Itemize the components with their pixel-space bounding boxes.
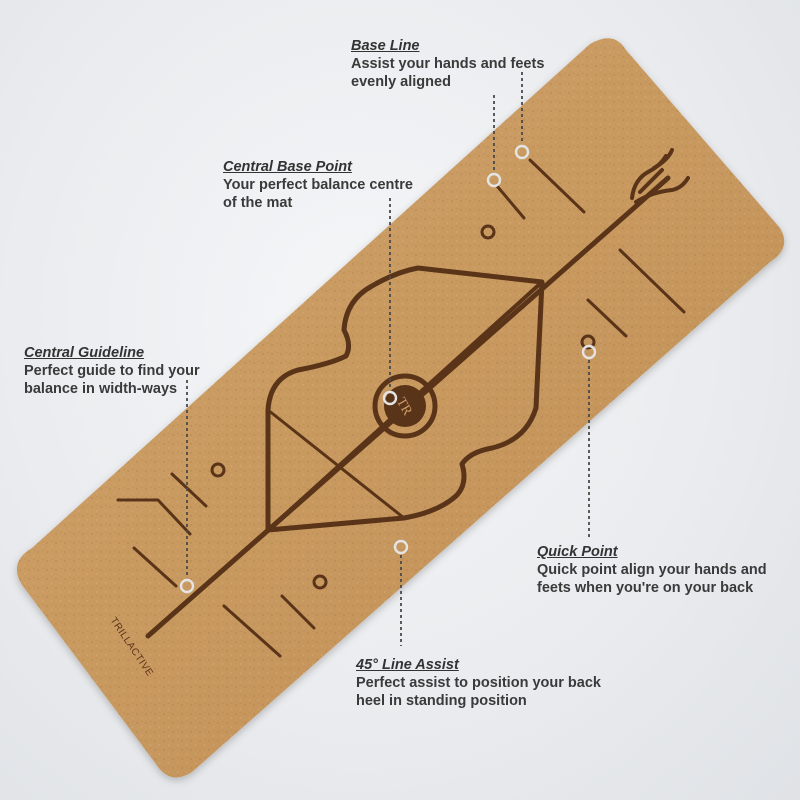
- callout-markers: [179, 144, 597, 594]
- marker-base-line-1: [486, 172, 502, 188]
- callout-central-base-point: Central Base Point Your perfect balance …: [223, 158, 413, 212]
- callout-desc: of the mat: [223, 195, 293, 211]
- callout-central-guideline: Central Guideline Perfect guide to find …: [24, 344, 200, 398]
- callout-desc: feets when you're on your back: [537, 580, 754, 596]
- quick-point-dot: [210, 462, 226, 478]
- callout-45-line-assist: 45° Line Assist Perfect assist to positi…: [356, 656, 601, 710]
- callout-title: Base Line: [351, 38, 420, 54]
- callout-title: Central Guideline: [24, 345, 145, 361]
- callout-desc: evenly aligned: [351, 74, 451, 90]
- balance-diamond-outline: [265, 265, 545, 533]
- quick-point-dot: [312, 574, 328, 590]
- callout-title: Quick Point: [537, 544, 618, 560]
- callout-desc: Assist your hands and feets: [351, 56, 545, 72]
- callout-quick-point: Quick Point Quick point align your hands…: [537, 543, 767, 597]
- callout-desc: heel in standing position: [356, 693, 527, 709]
- marker-base-line-2: [514, 144, 530, 160]
- marker-guideline: [179, 578, 195, 594]
- callout-desc: Quick point align your hands and: [537, 562, 767, 578]
- marker-quick-point: [581, 344, 597, 360]
- callout-desc: Perfect assist to position your back: [356, 675, 601, 691]
- callout-title: 45° Line Assist: [356, 657, 459, 673]
- central-ring: [372, 373, 438, 439]
- quick-point-dot: [580, 334, 596, 350]
- trident-icon: [630, 148, 690, 204]
- callout-desc: Perfect guide to find your: [24, 363, 200, 379]
- leader-lines: [186, 72, 590, 646]
- callout-base-line: Base Line Assist your hands and feets ev…: [351, 37, 544, 91]
- callout-title: Central Base Point: [223, 159, 352, 175]
- marker-central-base: [382, 390, 398, 406]
- callout-desc: balance in width-ways: [24, 381, 178, 397]
- base-line: [528, 158, 586, 214]
- marker-45-line: [393, 539, 409, 555]
- quick-point-dot: [480, 224, 496, 240]
- callout-desc: Your perfect balance centre: [223, 177, 413, 193]
